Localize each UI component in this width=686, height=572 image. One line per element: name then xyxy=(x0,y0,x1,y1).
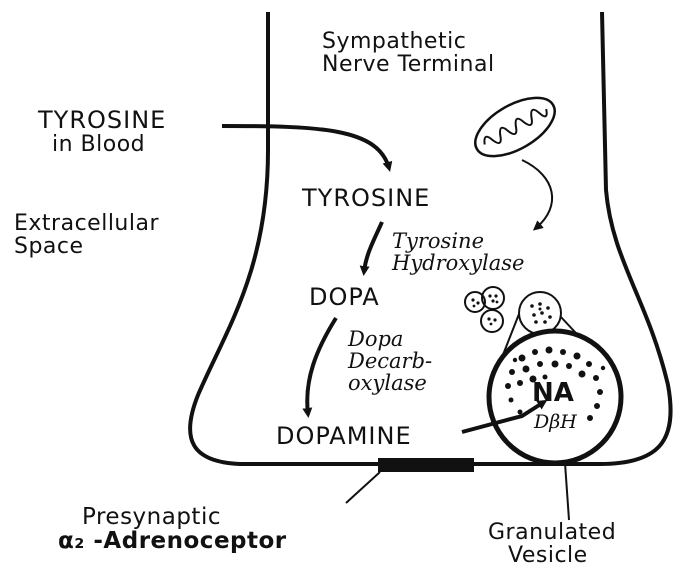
tyrosine-label: TYROSINE xyxy=(302,186,430,211)
extracellular-space-label: Extracellular Space xyxy=(14,212,159,258)
tyrosine-hydroxylase-line1: Tyrosine xyxy=(392,230,524,252)
presynaptic-receptor-line1: Presynaptic xyxy=(58,505,287,529)
dbh-label: DβH xyxy=(534,413,577,433)
tyrosine-in-blood-line2: in Blood xyxy=(38,133,166,156)
na-label: NA xyxy=(532,380,574,407)
extracellular-space-line1: Extracellular xyxy=(14,212,159,235)
dopa-decarboxylase-label: Dopa Decarb- oxylase xyxy=(348,328,432,394)
uptake-arrow xyxy=(222,126,389,168)
dopa-label: DOPA xyxy=(309,285,380,310)
decarboxylation-arrow xyxy=(307,318,336,414)
extracellular-space-line2: Space xyxy=(14,235,159,258)
dopa-decarboxylase-line3: oxylase xyxy=(348,372,432,394)
nerve-terminal-label-line1: Sympathetic xyxy=(322,30,495,53)
presynaptic-leader-line xyxy=(346,472,380,503)
dopa-decarboxylase-line2: Decarb- xyxy=(348,350,432,372)
presynaptic-receptor-label: Presynaptic α₂ -Adrenoceptor xyxy=(58,505,287,553)
vesicle-leader-line xyxy=(565,463,569,520)
tyrosine-in-blood-label: TYROSINE in Blood xyxy=(38,108,166,156)
tyrosine-in-blood-line1: TYROSINE xyxy=(38,108,166,133)
granulated-vesicle-line1: Granulated xyxy=(488,521,616,544)
hydroxylation-arrow xyxy=(364,222,382,272)
granulated-vesicle-label: Granulated Vesicle xyxy=(488,521,616,567)
mitochondrion-icon xyxy=(466,86,564,168)
dopa-decarboxylase-line1: Dopa xyxy=(348,328,432,350)
granulated-vesicle-line2: Vesicle xyxy=(488,544,616,567)
nerve-terminal-label: Sympathetic Nerve Terminal xyxy=(322,30,495,76)
tyrosine-hydroxylase-line2: Hydroxylase xyxy=(392,252,524,274)
presynaptic-receptor-line2: α₂ -Adrenoceptor xyxy=(58,529,287,553)
nerve-terminal-label-line2: Nerve Terminal xyxy=(322,53,495,76)
dopamine-label: DOPAMINE xyxy=(276,424,412,449)
mitochondrion-arrow xyxy=(522,160,552,228)
tyrosine-hydroxylase-label: Tyrosine Hydroxylase xyxy=(392,230,524,274)
presynaptic-receptor-bar xyxy=(378,458,474,472)
